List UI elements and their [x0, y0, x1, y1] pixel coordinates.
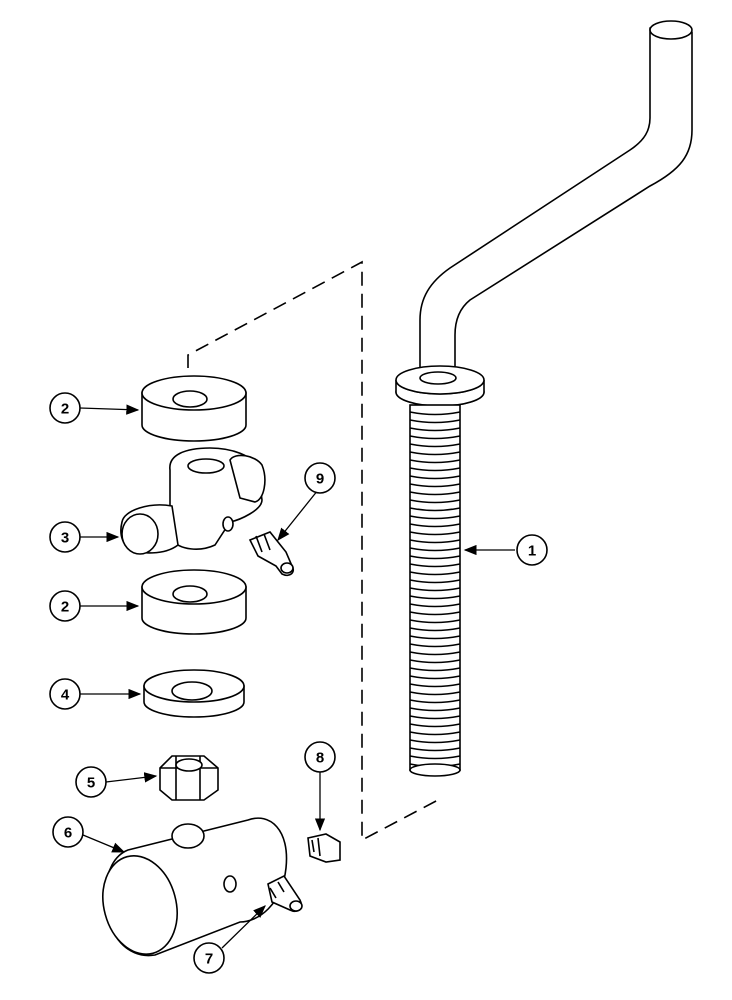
- thread-line: [409, 475, 461, 480]
- leader-lines: [79, 404, 515, 949]
- thread-line: [409, 539, 461, 544]
- callout-8: 8: [304, 741, 336, 773]
- thread-line: [409, 683, 461, 688]
- callout-2-lower-label: 2: [61, 599, 69, 616]
- thread-line: [409, 659, 461, 664]
- thread-line: [409, 515, 461, 520]
- thread-line: [409, 451, 461, 456]
- spacer-washer-lower: [141, 569, 247, 635]
- thread-line: [409, 579, 461, 584]
- thread-line: [409, 411, 461, 416]
- thread-line: [409, 739, 461, 744]
- thread-line: [409, 523, 461, 528]
- thread-line: [409, 419, 461, 424]
- callout-2-upper-label: 2: [61, 401, 69, 418]
- thread-line: [409, 435, 461, 440]
- thread-line: [409, 603, 461, 608]
- callout-9-label: 9: [316, 471, 324, 488]
- callout-6: 6: [52, 816, 84, 848]
- thread-line: [409, 643, 461, 648]
- swivel-block: [120, 447, 266, 555]
- callout-8-label: 8: [316, 750, 324, 767]
- flat-washer: [143, 669, 245, 718]
- thread-line: [409, 547, 461, 552]
- callout-5: 5: [75, 766, 107, 798]
- callout-2-lower: 2: [49, 590, 81, 622]
- hex-nut: [159, 755, 219, 801]
- thread-line: [409, 723, 461, 728]
- thread-line: [409, 699, 461, 704]
- callout-2-upper: 2: [49, 392, 81, 424]
- thread-line: [409, 667, 461, 672]
- callout-1-label: 1: [528, 543, 536, 560]
- thread-line: [409, 755, 461, 760]
- crank-handle-threaded-rod: [395, 20, 693, 777]
- callout-3-label: 3: [61, 530, 69, 547]
- cylinder-block: [102, 817, 288, 957]
- thread-line: [409, 731, 461, 736]
- thread-line: [409, 611, 461, 616]
- grease-fitting-lower: [267, 874, 303, 913]
- thread-line: [409, 715, 461, 720]
- thread-line: [409, 467, 461, 472]
- thread-line: [409, 499, 461, 504]
- callout-7: 7: [193, 942, 225, 974]
- callout-9: 9: [304, 462, 336, 494]
- set-screw: [307, 833, 341, 863]
- thread-line: [409, 427, 461, 432]
- thread-line: [409, 531, 461, 536]
- assembly-dashed-guide: [187, 260, 439, 842]
- callout-7-label: 7: [205, 951, 213, 968]
- thread-line: [409, 443, 461, 448]
- spacer-washer-upper: [141, 375, 247, 442]
- thread-line: [409, 747, 461, 752]
- callout-4-label: 4: [61, 687, 70, 704]
- thread-line: [409, 571, 461, 576]
- thread-line: [409, 627, 461, 632]
- thread-line: [409, 691, 461, 696]
- thread-line: [409, 619, 461, 624]
- callout-4: 4: [49, 678, 81, 710]
- thread-line: [409, 563, 461, 568]
- thread-line: [409, 483, 461, 488]
- thread-line: [409, 595, 461, 600]
- callout-5-label: 5: [87, 775, 95, 792]
- thread-line: [409, 507, 461, 512]
- thread-line: [409, 555, 461, 560]
- grease-fitting-upper: [248, 531, 295, 577]
- thread-line: [409, 675, 461, 680]
- thread-line: [409, 635, 461, 640]
- thread-line: [409, 587, 461, 592]
- rod-threads: [409, 411, 461, 768]
- callout-3: 3: [49, 521, 81, 553]
- thread-line: [409, 651, 461, 656]
- thread-line: [409, 491, 461, 496]
- thread-line: [409, 459, 461, 464]
- callout-1: 1: [516, 534, 548, 566]
- thread-line: [409, 707, 461, 712]
- callout-6-label: 6: [64, 825, 72, 842]
